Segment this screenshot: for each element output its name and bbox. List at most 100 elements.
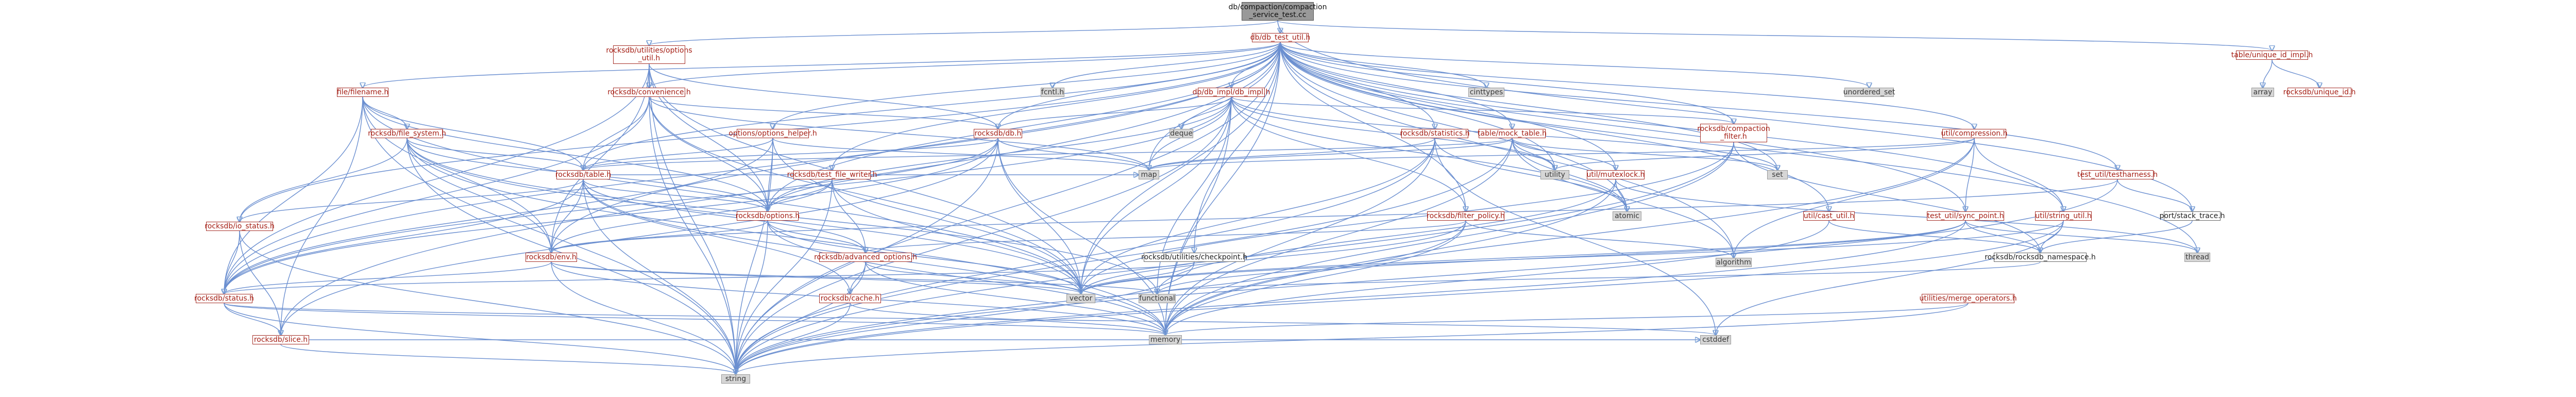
edge-db_test_util-to-fcntl — [1053, 42, 1281, 88]
db-test-util-node[interactable]: db/db_test_util.h — [1250, 33, 1311, 42]
rocksdb-db-node[interactable]: rocksdb/db.h — [974, 129, 1022, 138]
edge-checkpoint-to-string — [736, 261, 1195, 374]
db-impl-node[interactable]: db/db_impl/db_impl.h — [1192, 88, 1270, 97]
edge-table_h-to-cache — [583, 179, 850, 294]
test-file-writer-node[interactable]: rocksdb/test_file_writer.h — [787, 170, 877, 179]
file-filename-node[interactable]: file/filename.h — [336, 88, 389, 97]
unique-id-node[interactable]: rocksdb/unique_id.h — [2283, 88, 2356, 97]
edge-file_system-to-env — [406, 138, 551, 253]
edge-db_test_util-to-rocksdb_db — [998, 42, 1281, 129]
edge-unique_id_impl-to-unique_id — [2272, 59, 2319, 88]
env-node[interactable]: rocksdb/env.h — [526, 253, 577, 262]
edge-options_h-to-string — [736, 220, 768, 374]
compression-node[interactable]: util/compression.h — [1941, 129, 2008, 138]
edge-env-to-vector — [551, 261, 1081, 294]
edge-mock_table-to-atomic — [1512, 138, 1627, 211]
edge-statistics-to-vector — [1081, 138, 1435, 294]
edge-file_filename-to-slice — [281, 96, 363, 335]
edge-db_test_util-to-vector — [1081, 42, 1281, 294]
edge-compression-to-memory — [1165, 138, 1975, 335]
edge-cast_util-to-rocksdb_namespace — [1828, 220, 2040, 253]
edge-db_test_util-to-unordered_set — [1280, 42, 1869, 88]
edge-env-to-functional — [551, 261, 1157, 294]
advanced-options-node[interactable]: rocksdb/advanced_options.h — [814, 253, 917, 262]
edge-statistics-to-atomic — [1434, 138, 1627, 211]
edge-file_system-to-table_h — [406, 138, 583, 170]
edge-convenience-to-options_h — [649, 96, 768, 211]
root-file-node: db/compaction/compaction _service_test.c… — [1229, 2, 1327, 21]
edge-testharness-to-stack_trace — [2117, 179, 2192, 211]
edge-string_util-to-string — [736, 220, 2064, 374]
utility-node: utility — [1540, 170, 1569, 179]
memory-node: memory — [1149, 335, 1182, 344]
edge-table_h-to-env — [551, 179, 584, 253]
edge-testharness-to-string — [736, 179, 2118, 374]
stack-trace-node[interactable]: port/stack_trace.h — [2159, 211, 2225, 221]
table-h-node[interactable]: rocksdb/table.h — [555, 170, 612, 179]
edge-filter_policy-to-string — [736, 220, 1466, 374]
cstddef-node: cstddef — [1700, 335, 1731, 344]
edge-db_test_util-to-map — [1149, 42, 1281, 170]
rocksdb-namespace-node[interactable]: rocksdb/rocksdb_namespace.h — [1985, 253, 2096, 262]
edge-db_test_util-to-cinttypes — [1280, 42, 1486, 88]
checkpoint-node[interactable]: rocksdb/utilities/checkpoint.h — [1141, 253, 1247, 262]
edge-db_impl-to-compaction_filter — [1231, 96, 1734, 124]
edge-statistics-to-memory — [1165, 138, 1435, 335]
fcntl-node: fcntl.h — [1041, 88, 1064, 97]
edge-status-to-string — [224, 303, 736, 374]
edge-file_filename-to-table_h — [362, 96, 583, 170]
thread-node: thread — [2184, 253, 2210, 262]
edge-options_helper-to-table_h — [583, 138, 773, 170]
edge-db_impl-to-utility — [1231, 96, 1555, 170]
merge-operators-node[interactable]: utilities/merge_operators.h — [1919, 294, 2017, 303]
edge-string_util-to-cstddef — [1716, 220, 2064, 335]
edge-table_h-to-string — [583, 179, 736, 374]
edge-compaction_filter-to-memory — [1165, 142, 1734, 335]
sync-point-node[interactable]: test_util/sync_point.h — [1927, 211, 2004, 221]
options-h-node[interactable]: rocksdb/options.h — [735, 211, 800, 221]
edge-compression-to-string_util — [1974, 138, 2063, 211]
edge-db_impl-to-status — [224, 96, 1232, 294]
edge-db_test_util-to-set — [1280, 42, 1777, 170]
edge-advanced_options-to-memory — [865, 261, 1165, 335]
filter-policy-node[interactable]: rocksdb/filter_policy.h — [1427, 211, 1505, 221]
edge-file_filename-to-string — [362, 96, 736, 374]
edge-checkpoint-to-vector — [1081, 261, 1195, 294]
edge-mock_table-to-string — [736, 138, 1513, 374]
edge-convenience-to-rocksdb_db — [649, 96, 998, 129]
edge-file_system-to-io_status — [240, 138, 408, 222]
file-system-node[interactable]: rocksdb/file_system.h — [368, 129, 446, 138]
edge-options_helper-to-string — [736, 138, 773, 374]
utilities-options-util-node[interactable]: rocksdb/utilities/options _util.h — [606, 45, 692, 64]
edge-table_h-to-advanced_options — [583, 179, 866, 253]
edge-db_test_util-to-slice — [281, 42, 1281, 335]
cast-util-node[interactable]: util/cast_util.h — [1803, 211, 1855, 221]
compaction-filter-node[interactable]: rocksdb/compaction _filter.h — [1697, 124, 1770, 142]
edge-table_h-to-options_h — [583, 179, 768, 211]
cache-node[interactable]: rocksdb/cache.h — [819, 294, 881, 303]
edge-rocksdb_namespace-to-functional — [1157, 261, 2041, 294]
edge-status-to-cstddef — [224, 303, 1716, 335]
edge-sync_point-to-functional — [1157, 220, 1966, 294]
convenience-node[interactable]: rocksdb/convenience.h — [607, 88, 691, 97]
string-node: string — [721, 374, 750, 384]
unique-id-impl-node[interactable]: table/unique_id_impl.h — [2231, 51, 2313, 60]
edge-test_file_writer-to-advanced_options — [832, 179, 866, 253]
options-helper-node[interactable]: options/options_helper.h — [728, 129, 817, 138]
status-node[interactable]: rocksdb/status.h — [194, 294, 254, 303]
mock-table-node[interactable]: table/mock_table.h — [1478, 129, 1547, 138]
string-util-node[interactable]: util/string_util.h — [2035, 211, 2092, 221]
edge-utilities_options_util-to-status — [224, 63, 650, 294]
edge-db_test_util-to-env — [551, 42, 1281, 253]
edge-merge_operators-to-memory — [1165, 303, 1969, 335]
edge-io_status-to-slice — [239, 230, 281, 335]
edge-db_test_util-to-compaction_filter — [1280, 42, 1734, 124]
edge-db_test_util-to-string_util — [1280, 42, 2063, 211]
mutexlock-node[interactable]: util/mutexlock.h — [1586, 170, 1645, 179]
slice-node[interactable]: rocksdb/slice.h — [252, 335, 309, 344]
statistics-node[interactable]: rocksdb/statistics.h — [1400, 129, 1470, 138]
io-status-node[interactable]: rocksdb/io_status.h — [205, 222, 275, 231]
testharness-node[interactable]: test_util/testharness.h — [2077, 170, 2158, 179]
